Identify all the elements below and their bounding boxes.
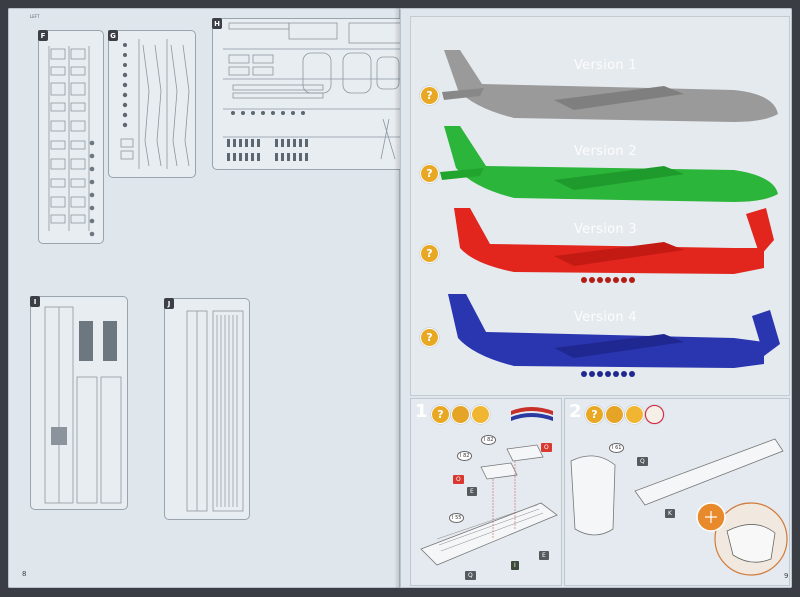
sprue-f-label: F [38, 30, 48, 41]
version-2-aircraft [440, 126, 778, 202]
sprue-j: J [164, 298, 250, 520]
step-2-panel: 2 ? I 61 Q K [564, 398, 790, 586]
tag-q: Q [465, 571, 476, 580]
step-1-panel: 1 ? I 82 I 82 I 55 O O E E Q I [410, 398, 562, 586]
sprue-h-parts [223, 22, 402, 161]
callout-i61: I 61 [609, 443, 625, 453]
tag-e-a: E [467, 487, 477, 496]
version-3-label: Version 3 [574, 222, 637, 237]
step-2-info-badge[interactable]: ? [585, 405, 604, 424]
callout-i55: I 55 [449, 513, 465, 523]
right-page-number: 9 [784, 572, 789, 580]
callout-i82-a: I 82 [457, 451, 473, 461]
version-2-label: Version 2 [574, 144, 637, 159]
left-page: LEFT F [8, 8, 406, 588]
step-1-drawing [420, 444, 558, 566]
left-header-code: LEFT [30, 14, 40, 19]
tag-o-b: O [453, 475, 464, 484]
version-4-label: Version 4 [574, 310, 637, 325]
sprue-h-label: H [212, 18, 222, 29]
tag-o-a: O [541, 443, 552, 452]
paint-icon [451, 405, 470, 424]
glue-icon [625, 405, 644, 424]
version-1-info-badge[interactable]: ? [420, 86, 439, 105]
sprue-i-label: I [30, 296, 40, 307]
stripe-decal-icon [511, 407, 553, 421]
sprue-g: G [108, 30, 196, 178]
version-1-label: Version 1 [574, 58, 637, 73]
step-2-drawing [570, 438, 788, 576]
version-3-aircraft [454, 208, 774, 283]
sprue-h: H [212, 18, 406, 170]
sprue-i: I [30, 296, 128, 510]
sprue-j-label: J [164, 298, 174, 309]
sprue-g-label: G [108, 30, 118, 41]
left-page-number: 8 [22, 570, 27, 578]
step-1-number: 1 [415, 401, 428, 422]
sprue-i-parts [44, 306, 122, 504]
tag-i: I [511, 561, 519, 570]
version-4-aircraft [448, 294, 780, 377]
tag-e-b: E [539, 551, 549, 560]
right-page: Version 1 ? Version 2 ? Version 3 ? [400, 8, 792, 588]
version-3-info-badge[interactable]: ? [420, 244, 439, 263]
sprue-j-parts [186, 310, 244, 512]
version-1-aircraft [442, 50, 778, 122]
step-2-number: 2 [569, 401, 582, 422]
paint-icon [605, 405, 624, 424]
sprue-f: F [38, 30, 104, 244]
sprue-f-parts [48, 46, 95, 237]
version-4-info-badge[interactable]: ? [420, 328, 439, 347]
tag-k: K [665, 509, 675, 518]
sprue-g-parts [120, 39, 190, 169]
callout-i82-b: I 82 [481, 435, 497, 445]
step-1-info-badge[interactable]: ? [431, 405, 450, 424]
clock-icon [645, 405, 664, 424]
tag-q: Q [637, 457, 648, 466]
version-2-info-badge[interactable]: ? [420, 164, 439, 183]
glue-icon [471, 405, 490, 424]
